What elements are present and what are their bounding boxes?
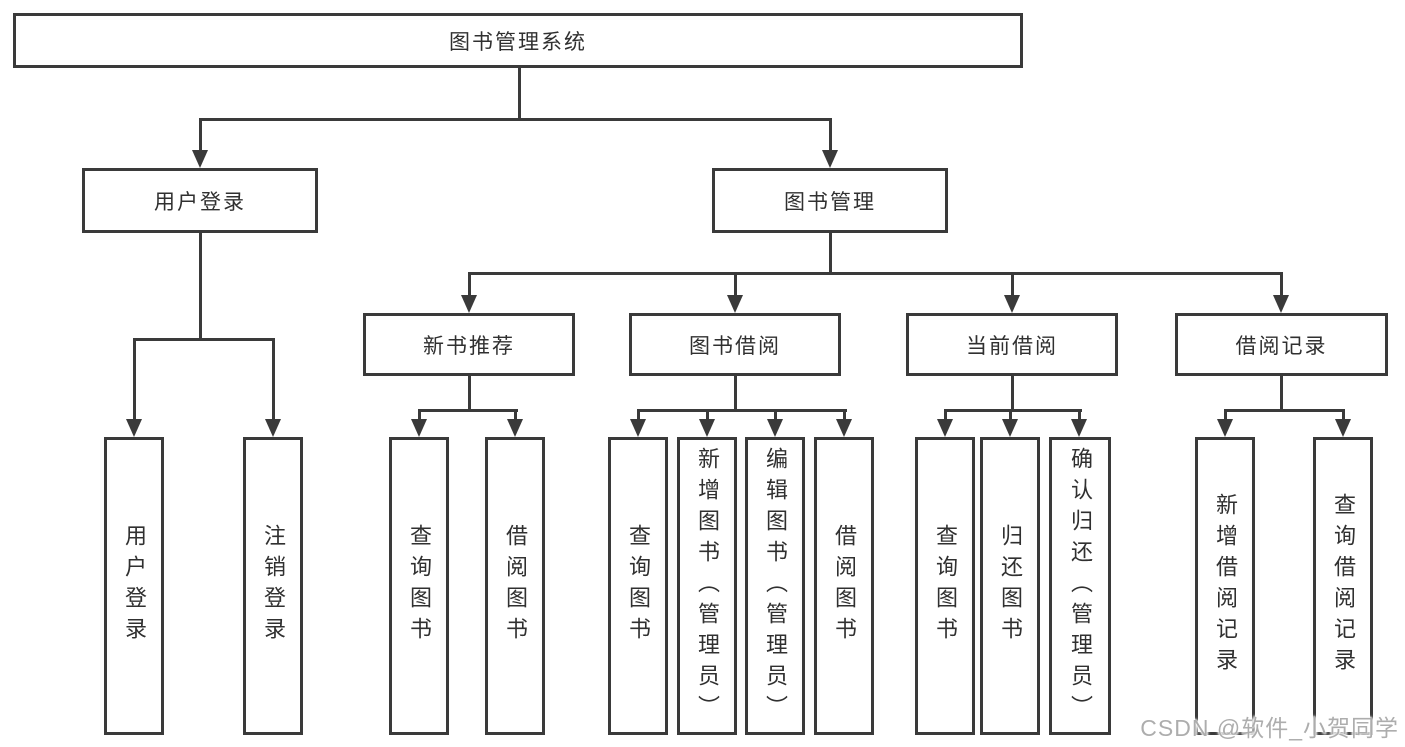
arrowhead-down [630, 419, 646, 437]
connector-line [1224, 409, 1345, 412]
arrowhead-down [699, 419, 715, 437]
connector-line [468, 272, 471, 298]
leaf-query-books-recommend: 查询图书 [389, 437, 449, 735]
connector-line [843, 409, 846, 421]
node-book-borrow: 图书借阅 [629, 313, 841, 376]
connector-line [944, 409, 1082, 412]
connector-line [944, 409, 947, 421]
connector-line [1280, 272, 1283, 298]
arrowhead-down [1071, 419, 1087, 437]
arrowhead-down [1273, 295, 1289, 313]
connector-line [637, 409, 847, 412]
leaf-add-books-admin: 新增图书（管理员） [677, 437, 737, 735]
arrowhead-down [507, 419, 523, 437]
arrowhead-down [192, 150, 208, 168]
connector-line [637, 409, 640, 421]
connector-line [133, 338, 275, 341]
leaf-user-login: 用户登录 [104, 437, 164, 735]
connector-line [514, 409, 517, 421]
leaf-query-books-current: 查询图书 [915, 437, 975, 735]
connector-line [1078, 409, 1081, 421]
connector-line [418, 409, 421, 421]
connector-line [518, 66, 521, 120]
arrowhead-down [411, 419, 427, 437]
connector-line [734, 374, 737, 412]
leaf-query-borrow-record: 查询借阅记录 [1313, 437, 1373, 735]
node-borrow-records: 借阅记录 [1175, 313, 1388, 376]
connector-line [1224, 409, 1227, 421]
leaf-borrow-books: 借阅图书 [814, 437, 874, 735]
arrowhead-down [265, 419, 281, 437]
connector-line [829, 118, 832, 152]
connector-line [1009, 409, 1012, 421]
connector-line [418, 409, 518, 412]
connector-line [1342, 409, 1345, 421]
connector-line [468, 272, 1283, 275]
connector-line [468, 374, 471, 412]
arrowhead-down [1335, 419, 1351, 437]
arrowhead-down [937, 419, 953, 437]
connector-line [199, 231, 202, 341]
connector-line [1011, 272, 1014, 298]
node-user-login: 用户登录 [82, 168, 318, 233]
connector-line [133, 338, 136, 421]
leaf-query-books-borrow: 查询图书 [608, 437, 668, 735]
node-root-system: 图书管理系统 [13, 13, 1023, 68]
arrowhead-down [461, 295, 477, 313]
connector-line [706, 409, 709, 421]
connector-line [1280, 374, 1283, 412]
arrowhead-down [1217, 419, 1233, 437]
leaf-edit-books-admin: 编辑图书（管理员） [745, 437, 805, 735]
node-book-management: 图书管理 [712, 168, 948, 233]
watermark: CSDN @软件_小贺同学 [1140, 715, 1399, 741]
node-new-book-recommend: 新书推荐 [363, 313, 575, 376]
leaf-logout: 注销登录 [243, 437, 303, 735]
connector-line [1011, 374, 1014, 412]
leaf-add-borrow-record: 新增借阅记录 [1195, 437, 1255, 735]
leaf-borrow-books-recommend: 借阅图书 [485, 437, 545, 735]
node-current-borrow: 当前借阅 [906, 313, 1118, 376]
connector-line [199, 118, 832, 121]
arrowhead-down [1002, 419, 1018, 437]
arrowhead-down [836, 419, 852, 437]
leaf-confirm-return-admin: 确认归还（管理员） [1049, 437, 1111, 735]
connector-line [829, 231, 832, 275]
arrowhead-down [727, 295, 743, 313]
arrowhead-down [126, 419, 142, 437]
arrowhead-down [767, 419, 783, 437]
leaf-return-books: 归还图书 [980, 437, 1040, 735]
connector-line [734, 272, 737, 298]
connector-line [199, 118, 202, 152]
arrowhead-down [822, 150, 838, 168]
arrowhead-down [1004, 295, 1020, 313]
connector-line [774, 409, 777, 421]
connector-line [272, 338, 275, 421]
